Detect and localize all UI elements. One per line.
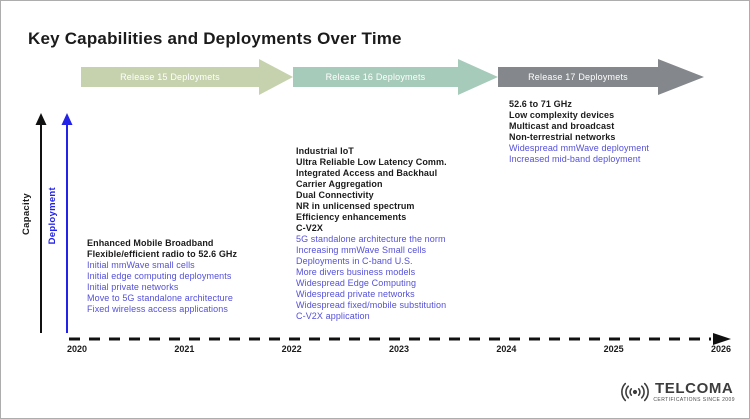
year-labels: 2020 2021 2022 2023 2024 2025 2026 — [67, 344, 731, 354]
deployment-line: Widespread fixed/mobile substitution — [296, 300, 447, 310]
release-17-arrow: Release 17 Deploymets — [498, 59, 704, 95]
deployment-line: Widespread mmWave deployment — [509, 143, 650, 153]
deployment-line: Initial edge computing deployments — [87, 271, 232, 281]
capability-line: Dual Connectivity — [296, 190, 374, 200]
capability-line: Enhanced Mobile Broadband — [87, 238, 214, 248]
release-15-label: Release 15 Deploymets — [120, 72, 220, 82]
deployment-line: 5G standalone architecture the norm — [296, 234, 446, 244]
arrow-shape-icon — [293, 59, 498, 95]
arrow-shape-icon — [498, 59, 704, 95]
capability-line: Multicast and broadcast — [509, 121, 615, 131]
deployment-line: Deployments in C-band U.S. — [296, 256, 413, 266]
release-15-arrow: Release 15 Deploymets — [81, 59, 293, 95]
year-label: 2021 — [174, 344, 195, 354]
year-label: 2020 — [67, 344, 88, 354]
deployment-line: Widespread private networks — [296, 289, 415, 299]
logo-text: TELCOMA CERTIFICATIONS SINCE 2009 — [653, 379, 735, 403]
year-label: 2026 — [710, 344, 731, 354]
capability-line: Industrial IoT — [296, 146, 354, 156]
capability-line: NR in unlicensed spectrum — [296, 201, 415, 211]
year-label: 2023 — [388, 344, 410, 354]
deployment-line: Increased mid-band deployment — [509, 154, 641, 164]
logo-name: TELCOMA — [655, 379, 734, 397]
vertical-axes-arrows-icon — [35, 113, 73, 333]
deployment-line: C-V2X application — [296, 311, 370, 321]
time-axis-dashed-arrow-icon — [69, 333, 731, 345]
capability-line: Integrated Access and Backhaul — [296, 168, 438, 178]
arrow-shape-icon — [81, 59, 293, 95]
capability-line: Efficiency enhancements — [296, 212, 407, 222]
telcoma-logo: TELCOMA CERTIFICATIONS SINCE 2009 — [620, 379, 735, 405]
capability-line: Low complexity devices — [509, 110, 615, 120]
capability-line: Carrier Aggregation — [296, 179, 383, 189]
capability-line: 52.6 to 71 GHz — [509, 99, 572, 109]
logo-tagline: CERTIFICATIONS SINCE 2009 — [653, 396, 735, 403]
release-17-label: Release 17 Deploymets — [528, 72, 628, 82]
deployment-axis-label: Deployment — [47, 187, 58, 245]
radio-waves-icon — [621, 382, 650, 402]
capability-line: Non-terrestrial networks — [509, 132, 616, 142]
year-label: 2022 — [281, 344, 302, 354]
capability-line: C-V2X — [296, 223, 324, 233]
release-16-label: Release 16 Deploymets — [325, 72, 426, 82]
release-16-arrow: Release 16 Deploymets — [293, 59, 498, 95]
deployment-line: Initial private networks — [87, 282, 179, 292]
deployment-line: Widespread Edge Computing — [296, 278, 417, 288]
deployment-line: Increasing mmWave Small cells — [296, 245, 427, 255]
deployment-line: Move to 5G standalone architecture — [87, 293, 233, 303]
deployment-line: Initial mmWave small cells — [87, 260, 195, 270]
year-label: 2024 — [496, 344, 517, 354]
deployment-line: More divers business models — [296, 267, 416, 277]
year-label: 2025 — [603, 344, 624, 354]
page-title: Key Capabilities and Deployments Over Ti… — [28, 29, 402, 48]
deployment-line: Fixed wireless access applications — [87, 304, 228, 314]
capacity-axis-label: Capacity — [21, 193, 32, 236]
capability-line: Flexible/efficient radio to 52.6 GHz — [87, 249, 238, 259]
capability-line: Ultra Reliable Low Latency Comm. — [296, 157, 447, 167]
